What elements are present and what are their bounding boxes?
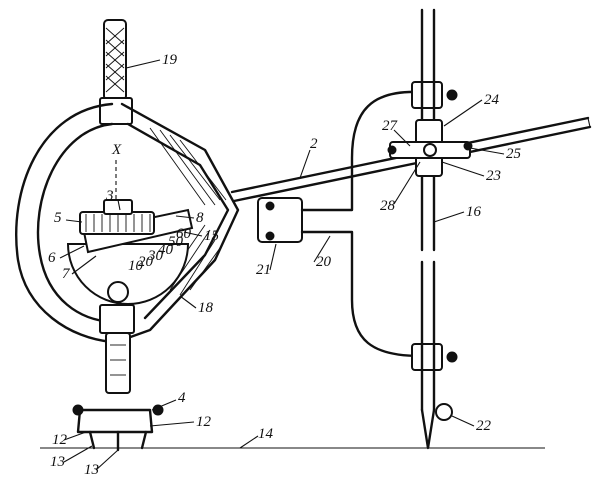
knurled-handle (99, 19, 133, 125)
dial (66, 199, 194, 334)
lower-column (72, 332, 164, 452)
label-24: 24 (484, 92, 500, 108)
vertical-shaft (420, 8, 453, 450)
label-22: 22 (476, 418, 492, 434)
dial-tick-label: 40 (158, 242, 174, 258)
label-16: 16 (466, 204, 482, 220)
label-4: 4 (178, 390, 186, 406)
label-23: 23 (486, 168, 501, 184)
ring-frame (15, 102, 240, 344)
label-3: 3 (105, 188, 114, 204)
label-14: 14 (258, 426, 274, 442)
dial-tick-label: 20 (138, 254, 154, 270)
joint (257, 197, 303, 243)
label-5: 5 (54, 210, 62, 226)
label-19: 19 (162, 52, 178, 68)
label-21: 21 (256, 262, 271, 278)
label-25: 25 (506, 146, 522, 162)
leader-lines (59, 59, 505, 471)
dial-scale: 10 20 30 40 50 60 (128, 226, 192, 274)
label-8: 8 (196, 210, 204, 226)
label-12a: 12 (52, 432, 68, 448)
label-18: 18 (198, 300, 214, 316)
rod (230, 116, 592, 203)
dial-tick-label: 60 (176, 226, 192, 242)
label-20: 20 (316, 254, 332, 270)
dial-tick-label: 10 (128, 258, 144, 274)
x-mark: X (111, 142, 122, 158)
label-12b: 12 (196, 414, 212, 430)
label-13a: 13 (50, 454, 65, 470)
label-15: 15 (204, 228, 220, 244)
dial-tick-label: 30 (147, 248, 164, 264)
label-13b: 13 (84, 462, 99, 478)
label-28: 28 (380, 198, 396, 214)
dial-tick-label: 50 (168, 234, 184, 250)
label-7: 7 (62, 266, 71, 282)
label-2: 2 (310, 136, 318, 152)
label-6: 6 (48, 250, 56, 266)
